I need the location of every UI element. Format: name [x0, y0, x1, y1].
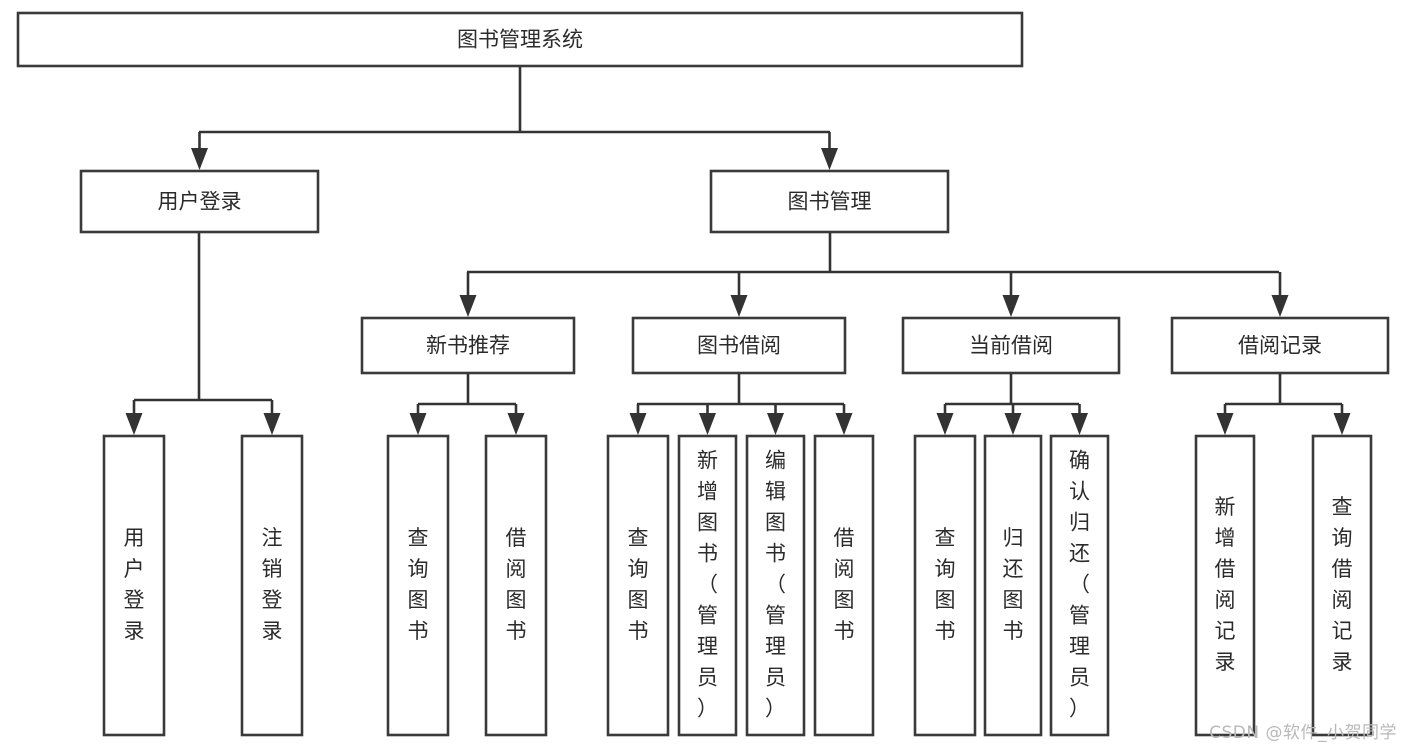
node-leaf-query-book-current[interactable]: 查询图书 [913, 434, 977, 737]
node-new-book-rec[interactable]: 新书推荐 [360, 316, 576, 375]
node-leaf-query-book-rec[interactable]: 查询图书 [386, 434, 450, 737]
node-leaf-return-book[interactable]: 归还图书 [983, 434, 1043, 737]
node-box-user-login[interactable] [79, 169, 320, 234]
node-label-new-book-rec: 新书推荐 [426, 334, 510, 358]
node-label-leaf-edit-book: 编辑图书（管理员） [765, 449, 786, 721]
node-box-leaf-query-book-borrow[interactable] [606, 434, 670, 737]
node-box-leaf-add-record[interactable] [1194, 434, 1256, 737]
node-leaf-borrow-book[interactable]: 借阅图书 [813, 434, 875, 737]
node-leaf-query-book-borrow[interactable]: 查询图书 [606, 434, 670, 737]
node-leaf-confirm-return[interactable]: 确认归还（管理员） [1049, 434, 1110, 737]
node-box-leaf-edit-book[interactable] [745, 434, 806, 737]
node-leaf-borrow-book-rec[interactable]: 借阅图书 [484, 434, 548, 737]
node-label-leaf-add-book: 新增图书（管理员） [697, 449, 718, 721]
node-book-manage[interactable]: 图书管理 [709, 169, 950, 234]
node-user-login[interactable]: 用户登录 [79, 169, 320, 234]
node-box-leaf-return-book[interactable] [983, 434, 1043, 737]
node-label-leaf-user-login: 用户登录 [124, 526, 145, 643]
node-book-borrow[interactable]: 图书借阅 [631, 316, 847, 375]
node-label-leaf-return-book: 归还图书 [1003, 526, 1024, 643]
node-box-book-borrow[interactable] [631, 316, 847, 375]
node-label-borrow-record: 借阅记录 [1238, 334, 1322, 358]
node-label-leaf-query-book-current: 查询图书 [935, 526, 956, 643]
node-leaf-add-book[interactable]: 新增图书（管理员） [677, 434, 738, 737]
node-box-leaf-query-book-current[interactable] [913, 434, 977, 737]
node-label-leaf-confirm-return: 确认归还（管理员） [1069, 449, 1090, 721]
node-box-leaf-query-book-rec[interactable] [386, 434, 450, 737]
node-label-leaf-add-record: 新增借阅记录 [1215, 495, 1236, 674]
node-borrow-record[interactable]: 借阅记录 [1170, 316, 1390, 375]
node-box-leaf-user-login[interactable] [102, 434, 166, 737]
node-leaf-user-login[interactable]: 用户登录 [102, 434, 166, 737]
connector-layer [125, 66, 1351, 435]
node-box-leaf-logout[interactable] [240, 434, 304, 737]
node-label-leaf-query-record: 查询借阅记录 [1332, 495, 1353, 674]
node-box-borrow-record[interactable] [1170, 316, 1390, 375]
node-label-root: 图书管理系统 [457, 28, 583, 52]
node-root[interactable]: 图书管理系统 [16, 11, 1024, 68]
node-layer: 图书管理系统用户登录图书管理新书推荐图书借阅当前借阅借阅记录用户登录注销登录查询… [16, 11, 1390, 737]
node-label-user-login: 用户登录 [158, 190, 242, 214]
node-label-leaf-query-book-rec: 查询图书 [408, 526, 429, 643]
node-leaf-query-record[interactable]: 查询借阅记录 [1311, 434, 1373, 737]
node-box-leaf-borrow-book-rec[interactable] [484, 434, 548, 737]
node-label-leaf-query-book-borrow: 查询图书 [628, 526, 649, 643]
node-label-book-manage: 图书管理 [788, 190, 872, 214]
node-box-leaf-borrow-book[interactable] [813, 434, 875, 737]
node-box-new-book-rec[interactable] [360, 316, 576, 375]
node-label-current-borrow: 当前借阅 [969, 334, 1053, 358]
node-leaf-logout[interactable]: 注销登录 [240, 434, 304, 737]
node-box-current-borrow[interactable] [901, 316, 1121, 375]
node-leaf-add-record[interactable]: 新增借阅记录 [1194, 434, 1256, 737]
node-box-book-manage[interactable] [709, 169, 950, 234]
node-label-leaf-logout: 注销登录 [262, 526, 283, 643]
node-label-book-borrow: 图书借阅 [697, 334, 781, 358]
node-label-leaf-borrow-book-rec: 借阅图书 [506, 526, 527, 643]
node-leaf-edit-book[interactable]: 编辑图书（管理员） [745, 434, 806, 737]
node-box-leaf-query-record[interactable] [1311, 434, 1373, 737]
node-box-leaf-confirm-return[interactable] [1049, 434, 1110, 737]
node-current-borrow[interactable]: 当前借阅 [901, 316, 1121, 375]
node-box-leaf-add-book[interactable] [677, 434, 738, 737]
node-label-leaf-borrow-book: 借阅图书 [834, 526, 855, 643]
node-box-root[interactable] [16, 11, 1024, 68]
